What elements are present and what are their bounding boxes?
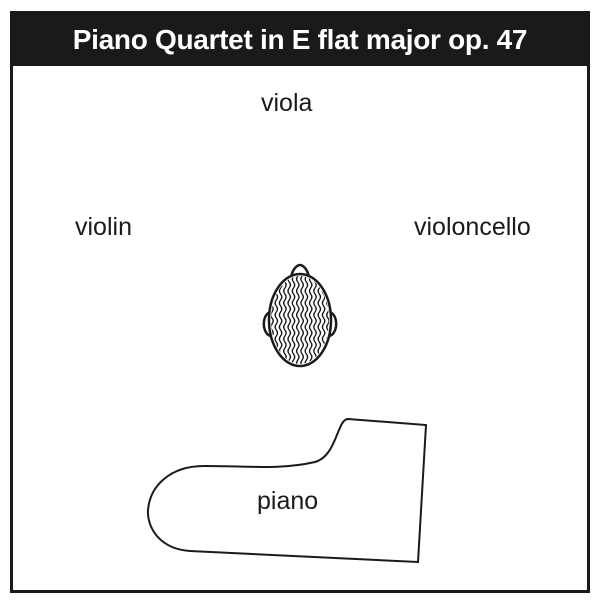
violoncello-label: violoncello (414, 213, 531, 241)
hair-line (308, 276, 313, 364)
piano-label: piano (257, 487, 319, 515)
hair-line (283, 276, 287, 364)
hair-line (300, 276, 304, 364)
grand-piano-outline (146, 417, 428, 564)
hair-line (313, 276, 317, 364)
hair-line (287, 276, 292, 364)
hair-line (291, 276, 296, 364)
viola-label: viola (261, 89, 313, 117)
listener-head-icon (262, 263, 338, 368)
hair-line (295, 276, 300, 364)
violin-label: violin (75, 213, 132, 241)
diagram-title: Piano Quartet in E flat major op. 47 (13, 14, 587, 66)
hair-line (304, 276, 309, 364)
